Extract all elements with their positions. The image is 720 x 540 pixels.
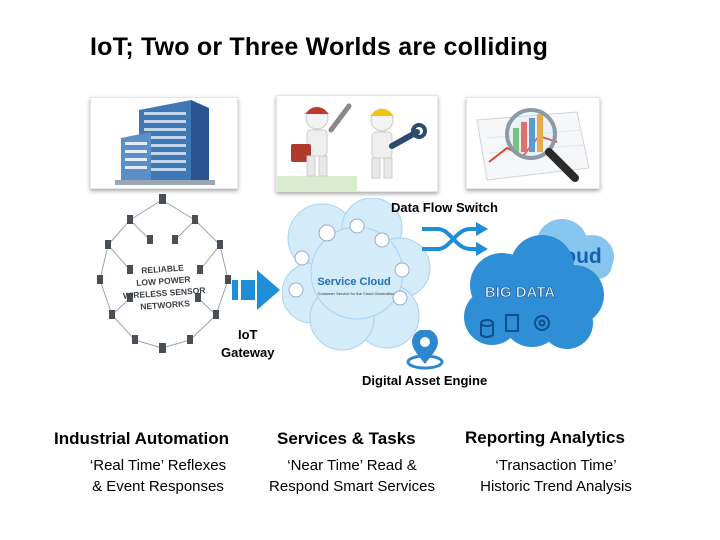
column-line: Historic Trend Analysis xyxy=(480,478,632,495)
wireless-sensor-network: RELIABLE LOW POWER WIRELESS SENSOR NETWO… xyxy=(97,194,231,353)
column-line: ‘Near Time’ Read & xyxy=(287,457,417,474)
iot-gateway-label-line1: IoT xyxy=(238,327,258,342)
magnifier-chart-icon xyxy=(476,108,590,182)
data-flow-switch-label: Data Flow Switch xyxy=(391,200,498,215)
shuffle-arrows-icon xyxy=(422,222,488,256)
column-heading-industrial: Industrial Automation xyxy=(54,429,230,448)
iot-gateway-label-line2: Gateway xyxy=(221,345,275,360)
column-subtext-industrial: ‘Real Time’ Reflexes & Event Responses xyxy=(68,455,248,497)
location-pin-icon xyxy=(406,330,444,370)
column-line: ‘Real Time’ Reflexes xyxy=(89,457,227,474)
service-cloud: Service Cloud Customer Service for the C… xyxy=(282,198,431,351)
service-cloud-title: Service Cloud xyxy=(317,276,390,288)
building-photo xyxy=(90,97,238,189)
column-heading-reporting: Reporting Analytics xyxy=(465,428,625,447)
workers-photo xyxy=(276,95,438,192)
column-subtext-reporting: ‘Transaction Time’ Historic Trend Analys… xyxy=(466,455,646,497)
sensor-network-text-line: LOW POWER xyxy=(136,274,191,288)
big-data-text: BIG DATA xyxy=(485,284,555,301)
office-building-icon xyxy=(115,100,215,185)
page-title: IoT; Two or Three Worlds are colliding xyxy=(90,33,549,61)
maintenance-workers-icon xyxy=(277,103,427,191)
column-line: Respond Smart Services xyxy=(269,478,435,495)
gateway-arrow-icon xyxy=(232,270,280,310)
sensor-network-text-line: WIRELESS SENSOR xyxy=(123,285,206,301)
big-data-cloud: Cloud BIG DATA xyxy=(464,219,614,349)
column-line: ‘Transaction Time’ xyxy=(495,457,617,474)
column-heading-services: Services & Tasks xyxy=(277,429,416,448)
digital-asset-engine-label: Digital Asset Engine xyxy=(362,373,488,388)
sensor-network-text-line: NETWORKS xyxy=(140,298,190,311)
sensor-network-text-line: RELIABLE xyxy=(141,263,184,276)
service-cloud-subtitle: Customer Service for the Cloud Generatio… xyxy=(318,291,395,296)
column-subtext-services: ‘Near Time’ Read & Respond Smart Service… xyxy=(260,455,444,497)
analytics-photo xyxy=(466,97,600,189)
column-line: & Event Responses xyxy=(92,478,224,495)
